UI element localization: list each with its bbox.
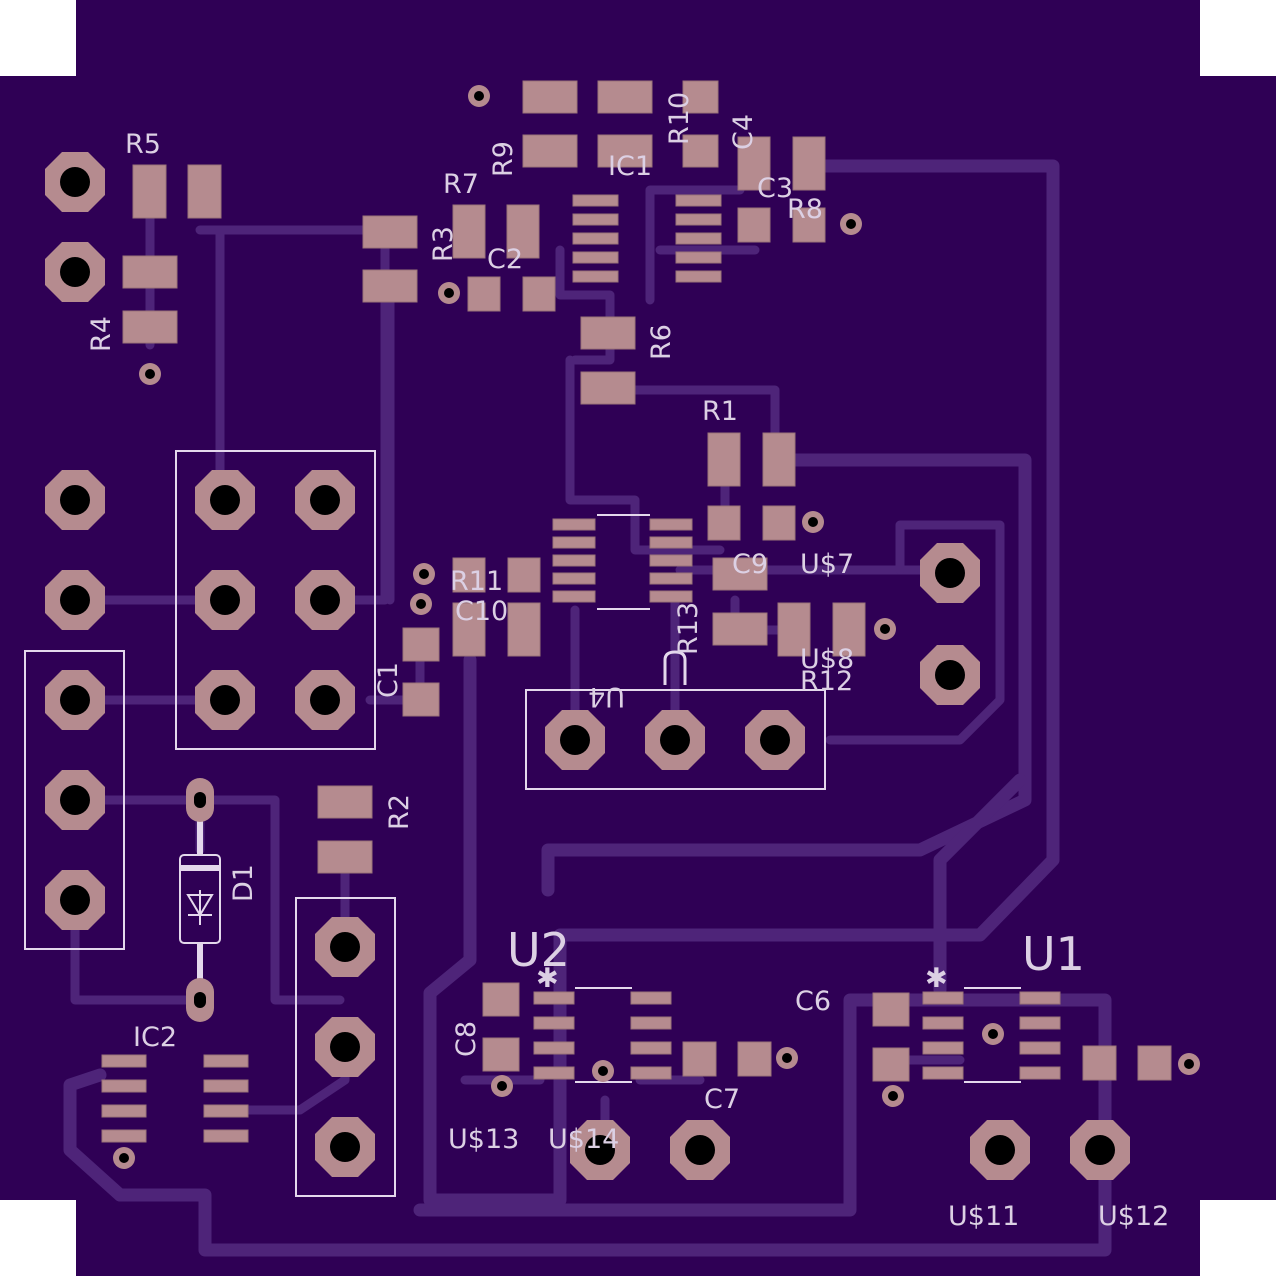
label-u14: U$14 [548,1124,619,1155]
pin1-marker-u1: ✱ [925,963,948,994]
label-u2: U2 [507,923,570,977]
th-pad [45,770,105,830]
label-u4: U4 [588,681,625,712]
smd-pads [101,80,1172,1143]
via [802,511,824,533]
label-ic2: IC2 [133,1022,177,1053]
via [882,1085,904,1107]
label-c10: C10 [455,596,508,627]
label-u8: U$8 [800,644,854,675]
pin1-marker-u2: ✱ [536,963,559,994]
via [468,85,490,107]
label-u13: U$13 [448,1124,519,1155]
th-pad [45,152,105,212]
label-r3: R3 [428,226,459,262]
via [592,1060,614,1082]
label-r12: R12 [800,666,853,697]
th-pad [645,710,705,770]
label-r1: R1 [702,396,738,427]
label-c3: C3 [757,173,793,204]
label-c1: C1 [373,662,404,698]
header-2x3-outline [175,450,376,750]
via [139,363,161,385]
label-r10: R10 [664,92,695,145]
th-pad [45,670,105,730]
label-r5: R5 [125,129,161,160]
th-pad [745,710,805,770]
diode-pad [186,778,214,822]
th-pad [670,1120,730,1180]
th-pad [45,570,105,630]
label-r7: R7 [443,169,479,200]
th-pad [920,543,980,603]
header-1x3-left-outline [24,650,125,950]
label-d1: D1 [228,864,259,902]
th-pad [970,1120,1030,1180]
header-1x3-mid-outline [295,897,396,1197]
label-c9: C9 [732,549,768,580]
th-pad [315,917,375,977]
th-pad [920,645,980,705]
label-u12: U$12 [1098,1201,1169,1232]
th-pad [45,870,105,930]
label-c6: C6 [795,986,831,1017]
u4-header-outline [525,689,826,790]
via [1178,1053,1200,1075]
vias [113,85,1200,1169]
via [438,282,460,304]
via [491,1075,513,1097]
th-pad [1070,1120,1130,1180]
label-c7: C7 [704,1084,740,1115]
silkscreen-labels: R5 R4 R7 R3 R9 R10 IC1 C4 C3 R8 C2 R6 R1… [86,92,1169,1232]
silkscreen-outlines [24,450,1021,1197]
th-pad [315,1117,375,1177]
label-r8: R8 [787,194,823,225]
via [874,618,896,640]
via [776,1047,798,1069]
via [113,1147,135,1169]
th-pad [570,1120,630,1180]
label-u7: U$7 [800,549,854,580]
th-pad [315,1017,375,1077]
th-pad [195,670,255,730]
th-pad [195,470,255,530]
label-c2: C2 [487,244,523,275]
through-hole-pads [45,152,1130,1180]
label-u1: U1 [1022,927,1085,981]
th-pad [295,670,355,730]
via [982,1023,1004,1045]
label-r6: R6 [646,324,677,360]
label-r11: R11 [450,566,503,597]
label-u11: U$11 [948,1201,1019,1232]
th-pad [45,242,105,302]
label-r4: R4 [86,316,117,352]
via [840,213,862,235]
label-ic1: IC1 [608,151,652,182]
label-c4: C4 [728,114,759,150]
label-r2: R2 [384,794,415,830]
label-r9: R9 [488,141,519,177]
th-pad [295,470,355,530]
label-c8: C8 [451,1021,482,1057]
th-pad [195,570,255,630]
via [413,563,435,585]
th-pad [45,470,105,530]
th-pad [545,710,605,770]
th-pad [295,570,355,630]
via [410,593,432,615]
label-r13: R13 [673,602,704,655]
diode-pad [186,978,214,1022]
